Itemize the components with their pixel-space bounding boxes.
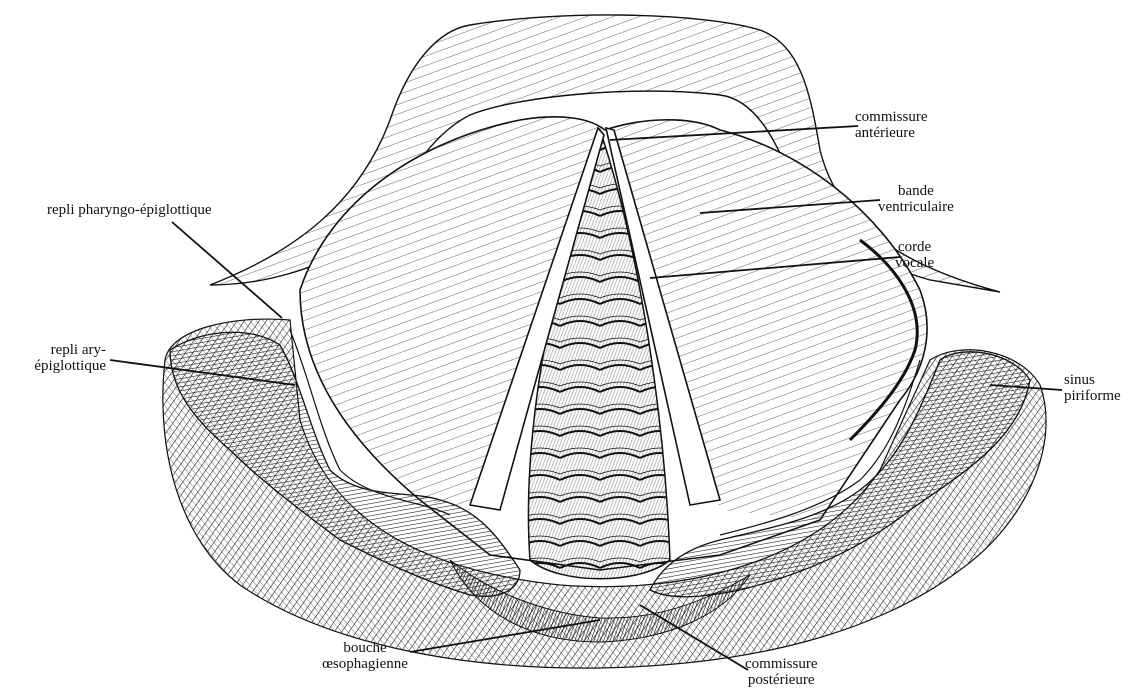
label-repli-pharyngo-epiglottique: repli pharyngo-épiglottique: [47, 202, 212, 218]
label-bande-ventriculaire: bande ventriculaire: [878, 183, 954, 215]
label-commissure-anterieure: commissure antérieure: [855, 109, 928, 141]
label-commissure-posterieure: commissure postérieure: [745, 656, 818, 688]
label-repli-ary-epiglottique: repli ary- épiglottique: [24, 342, 106, 374]
label-sinus-piriforme: sinus piriforme: [1064, 372, 1121, 404]
label-corde-vocale: corde vocale: [895, 239, 934, 271]
label-bouche-oesophagienne: bouche œsophagienne: [320, 640, 410, 672]
